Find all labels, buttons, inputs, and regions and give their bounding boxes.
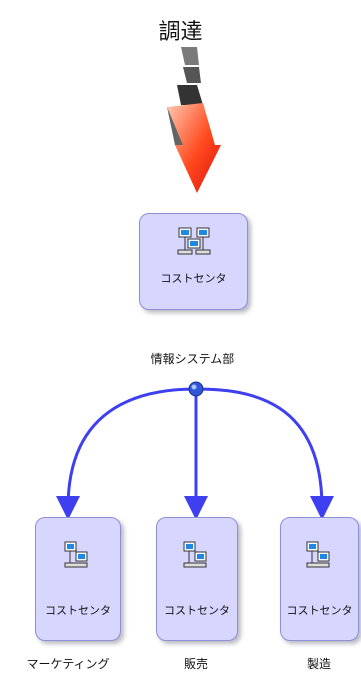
- child-cost-center-box[interactable]: コストセンタ: [35, 517, 121, 641]
- stepped-arrow-icon: [163, 45, 223, 195]
- network-computers-icon: [63, 540, 91, 574]
- child-caption: 販売: [183, 657, 208, 671]
- network-computers-icon: [177, 226, 211, 260]
- child-cost-center-box[interactable]: コストセンタ: [156, 517, 238, 641]
- child-caption: 製造: [306, 657, 331, 671]
- connector-left: [56, 387, 197, 520]
- child-caption: マーケティング: [26, 657, 110, 671]
- child-box-label: コストセンタ: [164, 604, 230, 617]
- child-box-label: コストセンタ: [45, 604, 111, 617]
- child-cost-center-box[interactable]: コストセンタ: [280, 517, 359, 641]
- network-computers-icon: [305, 540, 333, 574]
- procurement-title: 調達: [158, 20, 203, 45]
- root-box-label: コストセンタ: [160, 272, 227, 285]
- root-cost-center-box[interactable]: コストセンタ: [139, 213, 248, 310]
- child-box-label: コストセンタ: [286, 604, 353, 617]
- connector-right: [195, 387, 334, 520]
- hub-node: [188, 381, 204, 397]
- root-caption: 情報システム部: [150, 352, 235, 366]
- network-computers-icon: [182, 540, 210, 574]
